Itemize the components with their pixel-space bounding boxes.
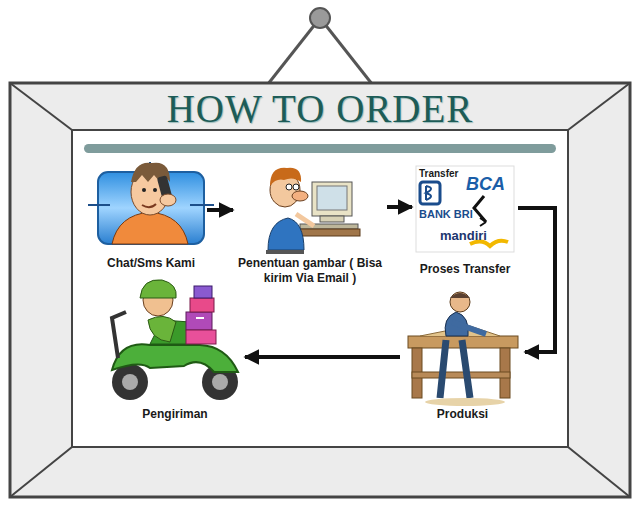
step-box: Produksi (400, 300, 525, 422)
step-box: Chat/Sms Kami (95, 155, 207, 271)
step-caption: Chat/Sms Kami (107, 256, 195, 271)
bank-logo-text: mandiri (440, 228, 487, 243)
step-box: Penentuan gambar ( Bisa kirim Via Email … (233, 155, 387, 286)
step-caption: Pengiriman (142, 407, 207, 422)
flow-arrow (518, 208, 555, 352)
flow-arrow (207, 208, 233, 212)
title-text: HOW TO ORDER (0, 86, 640, 131)
flow-arrow (245, 355, 400, 359)
bank-logo-text: BCA (466, 174, 505, 195)
phone-man-icon (88, 162, 214, 244)
delivery-scooter-icon (112, 280, 238, 400)
bank-logos-icon (416, 166, 514, 252)
carpenter-icon (408, 292, 518, 406)
step-caption: Penentuan gambar ( Bisa kirim Via Email … (233, 256, 387, 286)
step-caption: Proses Transfer (420, 262, 511, 277)
step-box: Pengiriman (105, 280, 245, 422)
flow-arrow (387, 205, 412, 209)
step-caption: Produksi (437, 407, 488, 422)
bank-logo-text: BANK BRI (419, 208, 473, 220)
bank-logo-text: Transfer (419, 168, 458, 179)
computer-man-icon (266, 168, 360, 254)
